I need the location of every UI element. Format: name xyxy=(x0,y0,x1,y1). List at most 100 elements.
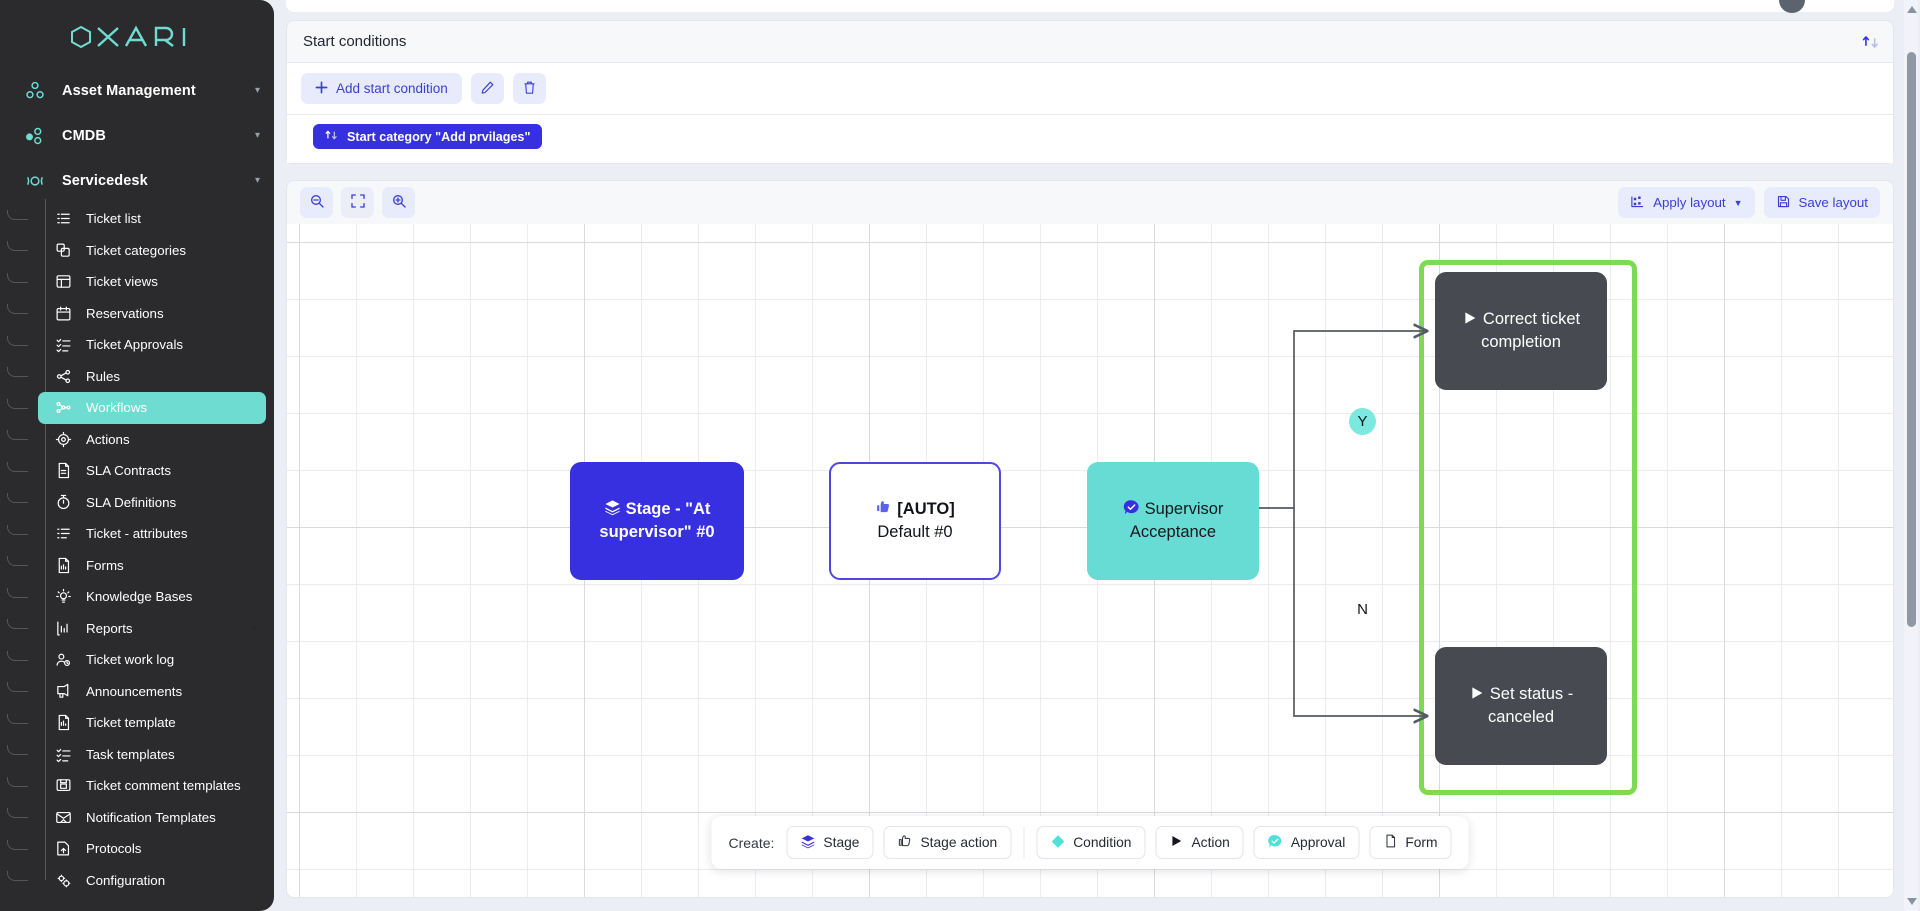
workflow-node-correct-ticket-completion[interactable]: Correct ticket completion xyxy=(1435,272,1607,390)
form-icon xyxy=(1383,834,1397,851)
sidebar-item-label: SLA Contracts xyxy=(86,463,171,479)
sidebar-group-label: Servicedesk xyxy=(62,172,148,189)
start-conditions-toolbar: Add start condition xyxy=(287,63,1893,115)
sidebar-item-label: Ticket - attributes xyxy=(86,526,188,542)
node-label: [AUTO] Default #0 xyxy=(865,499,964,543)
delete-start-condition-button[interactable] xyxy=(512,73,546,104)
scrollbar-thumb[interactable] xyxy=(1907,52,1916,627)
workflow-node-auto-condition[interactable]: [AUTO] Default #0 xyxy=(829,462,1001,580)
sidebar-item-ticket-approvals[interactable]: Ticket Approvals xyxy=(38,329,266,361)
create-stage-action-button[interactable]: Stage action xyxy=(883,826,1012,859)
sidebar-item-sla-definitions[interactable]: SLA Definitions xyxy=(38,487,266,519)
scroll-up-icon[interactable] xyxy=(1907,6,1917,13)
create-toolbar: Create: Stage Stage action xyxy=(711,816,1469,869)
list-icon xyxy=(54,209,73,228)
avatar[interactable] xyxy=(1779,0,1805,13)
sidebar-item-ticket-attributes[interactable]: Ticket - attributes xyxy=(38,518,266,550)
sidebar-item-label: Ticket work log xyxy=(86,652,175,668)
diagram-toolbar: Apply layout ▼ Save layout xyxy=(287,181,1893,224)
scroll-down-icon[interactable] xyxy=(1907,898,1917,905)
workflow-node-stage[interactable]: Stage - "At supervisor" #0 xyxy=(570,462,744,580)
apply-layout-label: Apply layout xyxy=(1653,195,1726,210)
create-label: Create: xyxy=(728,834,775,851)
workflow-canvas[interactable]: Stage - "At supervisor" #0 [AUTO] Defaul… xyxy=(287,224,1893,897)
create-condition-button[interactable]: Condition xyxy=(1036,826,1146,859)
knowledge-icon xyxy=(54,587,73,606)
node-label: Stage - "At supervisor" #0 xyxy=(589,499,724,543)
sidebar-item-ticket-comment-templates[interactable]: Ticket comment templates xyxy=(38,770,266,802)
chevron-down-icon: ▾ xyxy=(254,84,260,96)
sidebar-group-label: Asset Management xyxy=(62,82,196,99)
apply-layout-button[interactable]: Apply layout ▼ xyxy=(1618,187,1755,218)
sync-icon[interactable] xyxy=(1862,32,1881,51)
create-stage-button[interactable]: Stage xyxy=(786,826,874,859)
workflow-group-box[interactable] xyxy=(1419,260,1637,795)
sidebar-group-servicedesk[interactable]: Servicedesk ▾ xyxy=(0,158,274,203)
play-icon xyxy=(1462,310,1478,332)
attributes-icon xyxy=(54,524,73,543)
sidebar-group-cmdb[interactable]: CMDB ▾ xyxy=(0,113,274,158)
sidebar-item-reservations[interactable]: Reservations xyxy=(38,298,266,330)
sidebar-item-knowledge-bases[interactable]: Knowledge Bases xyxy=(38,581,266,613)
chevron-down-icon: ▼ xyxy=(1733,197,1743,208)
workflow-diagram-card: Apply layout ▼ Save layout xyxy=(286,180,1894,898)
edge-label-no[interactable]: N xyxy=(1349,596,1376,623)
add-start-condition-button[interactable]: Add start condition xyxy=(301,73,462,104)
page-scrollbar[interactable] xyxy=(1904,0,1918,911)
sidebar-item-workflows[interactable]: Workflows xyxy=(38,392,266,424)
sidebar-item-protocols[interactable]: Protocols xyxy=(38,833,266,865)
create-condition-label: Condition xyxy=(1073,835,1132,850)
zoom-out-button[interactable] xyxy=(300,187,333,218)
fit-screen-icon xyxy=(350,193,366,212)
create-action-button[interactable]: Action xyxy=(1155,826,1244,859)
main-content: Start conditions Add start condition xyxy=(286,0,1920,911)
sidebar: Asset Management ▾ CMDB ▾ xyxy=(0,0,274,911)
comment-template-icon xyxy=(54,776,73,795)
edit-start-condition-button[interactable] xyxy=(470,73,504,104)
diagram-toolbar-right: Apply layout ▼ Save layout xyxy=(1618,187,1880,218)
edge-label-yes[interactable]: Y xyxy=(1349,408,1376,435)
node-line1: Stage - "At xyxy=(625,499,711,518)
configuration-icon xyxy=(54,871,73,890)
sidebar-item-label: Forms xyxy=(86,557,124,573)
workflow-node-set-status-canceled[interactable]: Set status - canceled xyxy=(1435,647,1607,765)
diamond-icon xyxy=(1050,834,1065,852)
sidebar-item-ticket-views[interactable]: Ticket views xyxy=(38,266,266,298)
workflow-node-approval[interactable]: Supervisor Acceptance xyxy=(1087,462,1259,580)
sidebar-item-ticket-work-log[interactable]: Ticket work log xyxy=(38,644,266,676)
protocols-icon xyxy=(54,839,73,858)
sidebar-item-ticket-template[interactable]: Ticket template xyxy=(38,707,266,739)
save-icon xyxy=(1776,194,1791,212)
start-category-chip-label: Start category "Add prvilages" xyxy=(347,129,531,144)
sidebar-item-announcements[interactable]: Announcements xyxy=(38,676,266,708)
start-category-chip[interactable]: Start category "Add prvilages" xyxy=(313,124,543,149)
sidebar-item-ticket-categories[interactable]: Ticket categories xyxy=(38,235,266,267)
chevron-down-icon: ▾ xyxy=(251,622,256,633)
pointer-icon xyxy=(875,499,892,522)
sidebar-group-asset-management[interactable]: Asset Management ▾ xyxy=(0,68,274,113)
chevron-down-icon: ▾ xyxy=(254,129,260,141)
sidebar-item-label: Notification Templates xyxy=(86,809,216,825)
reports-icon xyxy=(54,619,73,638)
save-layout-button[interactable]: Save layout xyxy=(1763,187,1880,218)
sidebar-item-ticket-list[interactable]: Ticket list xyxy=(38,203,266,235)
sidebar-item-rules[interactable]: Rules xyxy=(38,361,266,393)
node-label: Correct ticket completion xyxy=(1452,309,1590,353)
sidebar-item-configuration[interactable]: Configuration xyxy=(38,865,266,897)
sidebar-item-sla-contracts[interactable]: SLA Contracts xyxy=(38,455,266,487)
create-form-label: Form xyxy=(1405,835,1438,850)
brand-logo[interactable] xyxy=(0,0,274,66)
zoom-in-button[interactable] xyxy=(382,187,415,218)
sidebar-item-actions[interactable]: Actions xyxy=(38,424,266,456)
fit-screen-button[interactable] xyxy=(341,187,374,218)
sidebar-item-label: Ticket list xyxy=(86,211,141,227)
create-form-button[interactable]: Form xyxy=(1369,826,1452,859)
sidebar-item-forms[interactable]: Forms xyxy=(38,550,266,582)
create-approval-button[interactable]: Approval xyxy=(1253,826,1360,859)
sidebar-item-task-templates[interactable]: Task templates xyxy=(38,739,266,771)
sidebar-item-reports[interactable]: Reports▾ xyxy=(38,613,266,645)
worklog-icon xyxy=(54,650,73,669)
sidebar-item-notification-templates[interactable]: Notification Templates xyxy=(38,802,266,834)
ticket-template-icon xyxy=(54,713,73,732)
